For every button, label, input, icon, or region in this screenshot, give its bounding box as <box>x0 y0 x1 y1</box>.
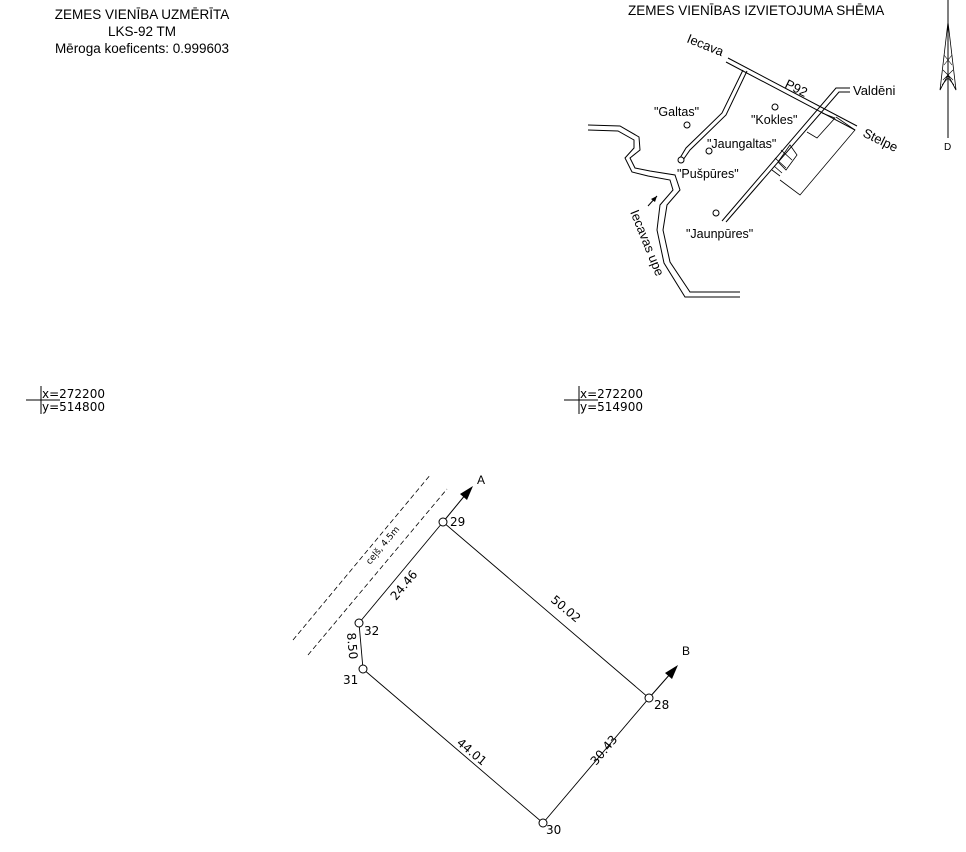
boundary-point <box>358 664 368 674</box>
grid-mark: x=272200 y=514800 <box>26 386 105 414</box>
puspures-marker <box>677 156 685 164</box>
distance-label: 50.02 <box>548 593 583 626</box>
jaunpures-marker <box>712 209 720 217</box>
label-stelpe: Stelpe <box>861 125 901 155</box>
label-jaungaltas: "Jaungaltas" <box>707 137 776 151</box>
label-iecava: Iecava <box>685 31 727 60</box>
scale-coefficient: Mēroga koeficents: 0.999603 <box>54 41 230 56</box>
arrow-b-label: B <box>682 644 690 658</box>
header-title: ZEMES VIENĪBA UZMĒRĪTA <box>54 7 230 22</box>
arrow-a-icon <box>460 486 473 500</box>
label-jaunpures: "Jaunpūres" <box>686 227 753 241</box>
boundary-point <box>438 517 448 527</box>
label-galtas: "Galtas" <box>654 105 699 119</box>
north-arrow-label: D <box>944 142 951 153</box>
svg-text:y=514900: y=514900 <box>580 400 643 414</box>
label-river: Iecavas upe <box>627 208 667 279</box>
arrow-a-label: A <box>477 473 485 487</box>
label-puspures: "Pušpūres" <box>677 167 739 181</box>
svg-text:x=272200: x=272200 <box>42 387 105 401</box>
survey-header: ZEMES VIENĪBA UZMĒRĪTA LKS-92 TM Mēroga … <box>0 6 284 57</box>
scheme-title: ZEMES VIENĪBAS IZVIETOJUMA SHĒMA <box>628 3 884 18</box>
point-label: 30 <box>546 823 561 837</box>
svg-text:x=272200: x=272200 <box>580 387 643 401</box>
point-label: 28 <box>654 698 669 712</box>
label-valdeni: Valdēni <box>853 83 896 98</box>
parcels <box>771 112 856 196</box>
road-label: ceļš, 4.5m <box>364 524 402 567</box>
jaungaltas-marker <box>705 147 713 155</box>
arrow-b-icon <box>665 665 678 679</box>
boundary-point <box>538 818 548 828</box>
coordinate-system: LKS-92 TM <box>107 24 177 39</box>
distance-label: 30.43 <box>588 733 621 768</box>
parcel-boundary <box>358 521 650 824</box>
galtas-marker <box>683 121 691 129</box>
distance-label: 8.50 <box>344 632 360 660</box>
distance-label: 24.46 <box>388 568 421 603</box>
road-p92 <box>725 57 858 131</box>
boundary-point <box>644 693 654 703</box>
road-valdeni <box>721 87 850 223</box>
point-label: 31 <box>343 673 358 687</box>
kokles-marker <box>771 103 779 111</box>
river-iecavas-upe <box>587 124 740 298</box>
parcel-plan: ceļš, 4.5m A B 29 32 31 30 28 24.46 8.50… <box>292 473 690 837</box>
label-p92: P92 <box>783 76 810 100</box>
grid-mark: x=272200 y=514900 <box>564 386 643 414</box>
label-kokles: "Kokles" <box>751 113 797 127</box>
boundary-point <box>354 618 364 628</box>
north-arrow-icon: D <box>939 0 957 153</box>
point-label: 32 <box>364 624 379 638</box>
point-label: 29 <box>450 515 465 529</box>
location-scheme: ZEMES VIENĪBAS IZVIETOJUMA SHĒMA <box>587 3 901 298</box>
road-branch <box>679 69 748 161</box>
road-edges <box>292 473 448 656</box>
svg-text:y=514800: y=514800 <box>42 400 105 414</box>
